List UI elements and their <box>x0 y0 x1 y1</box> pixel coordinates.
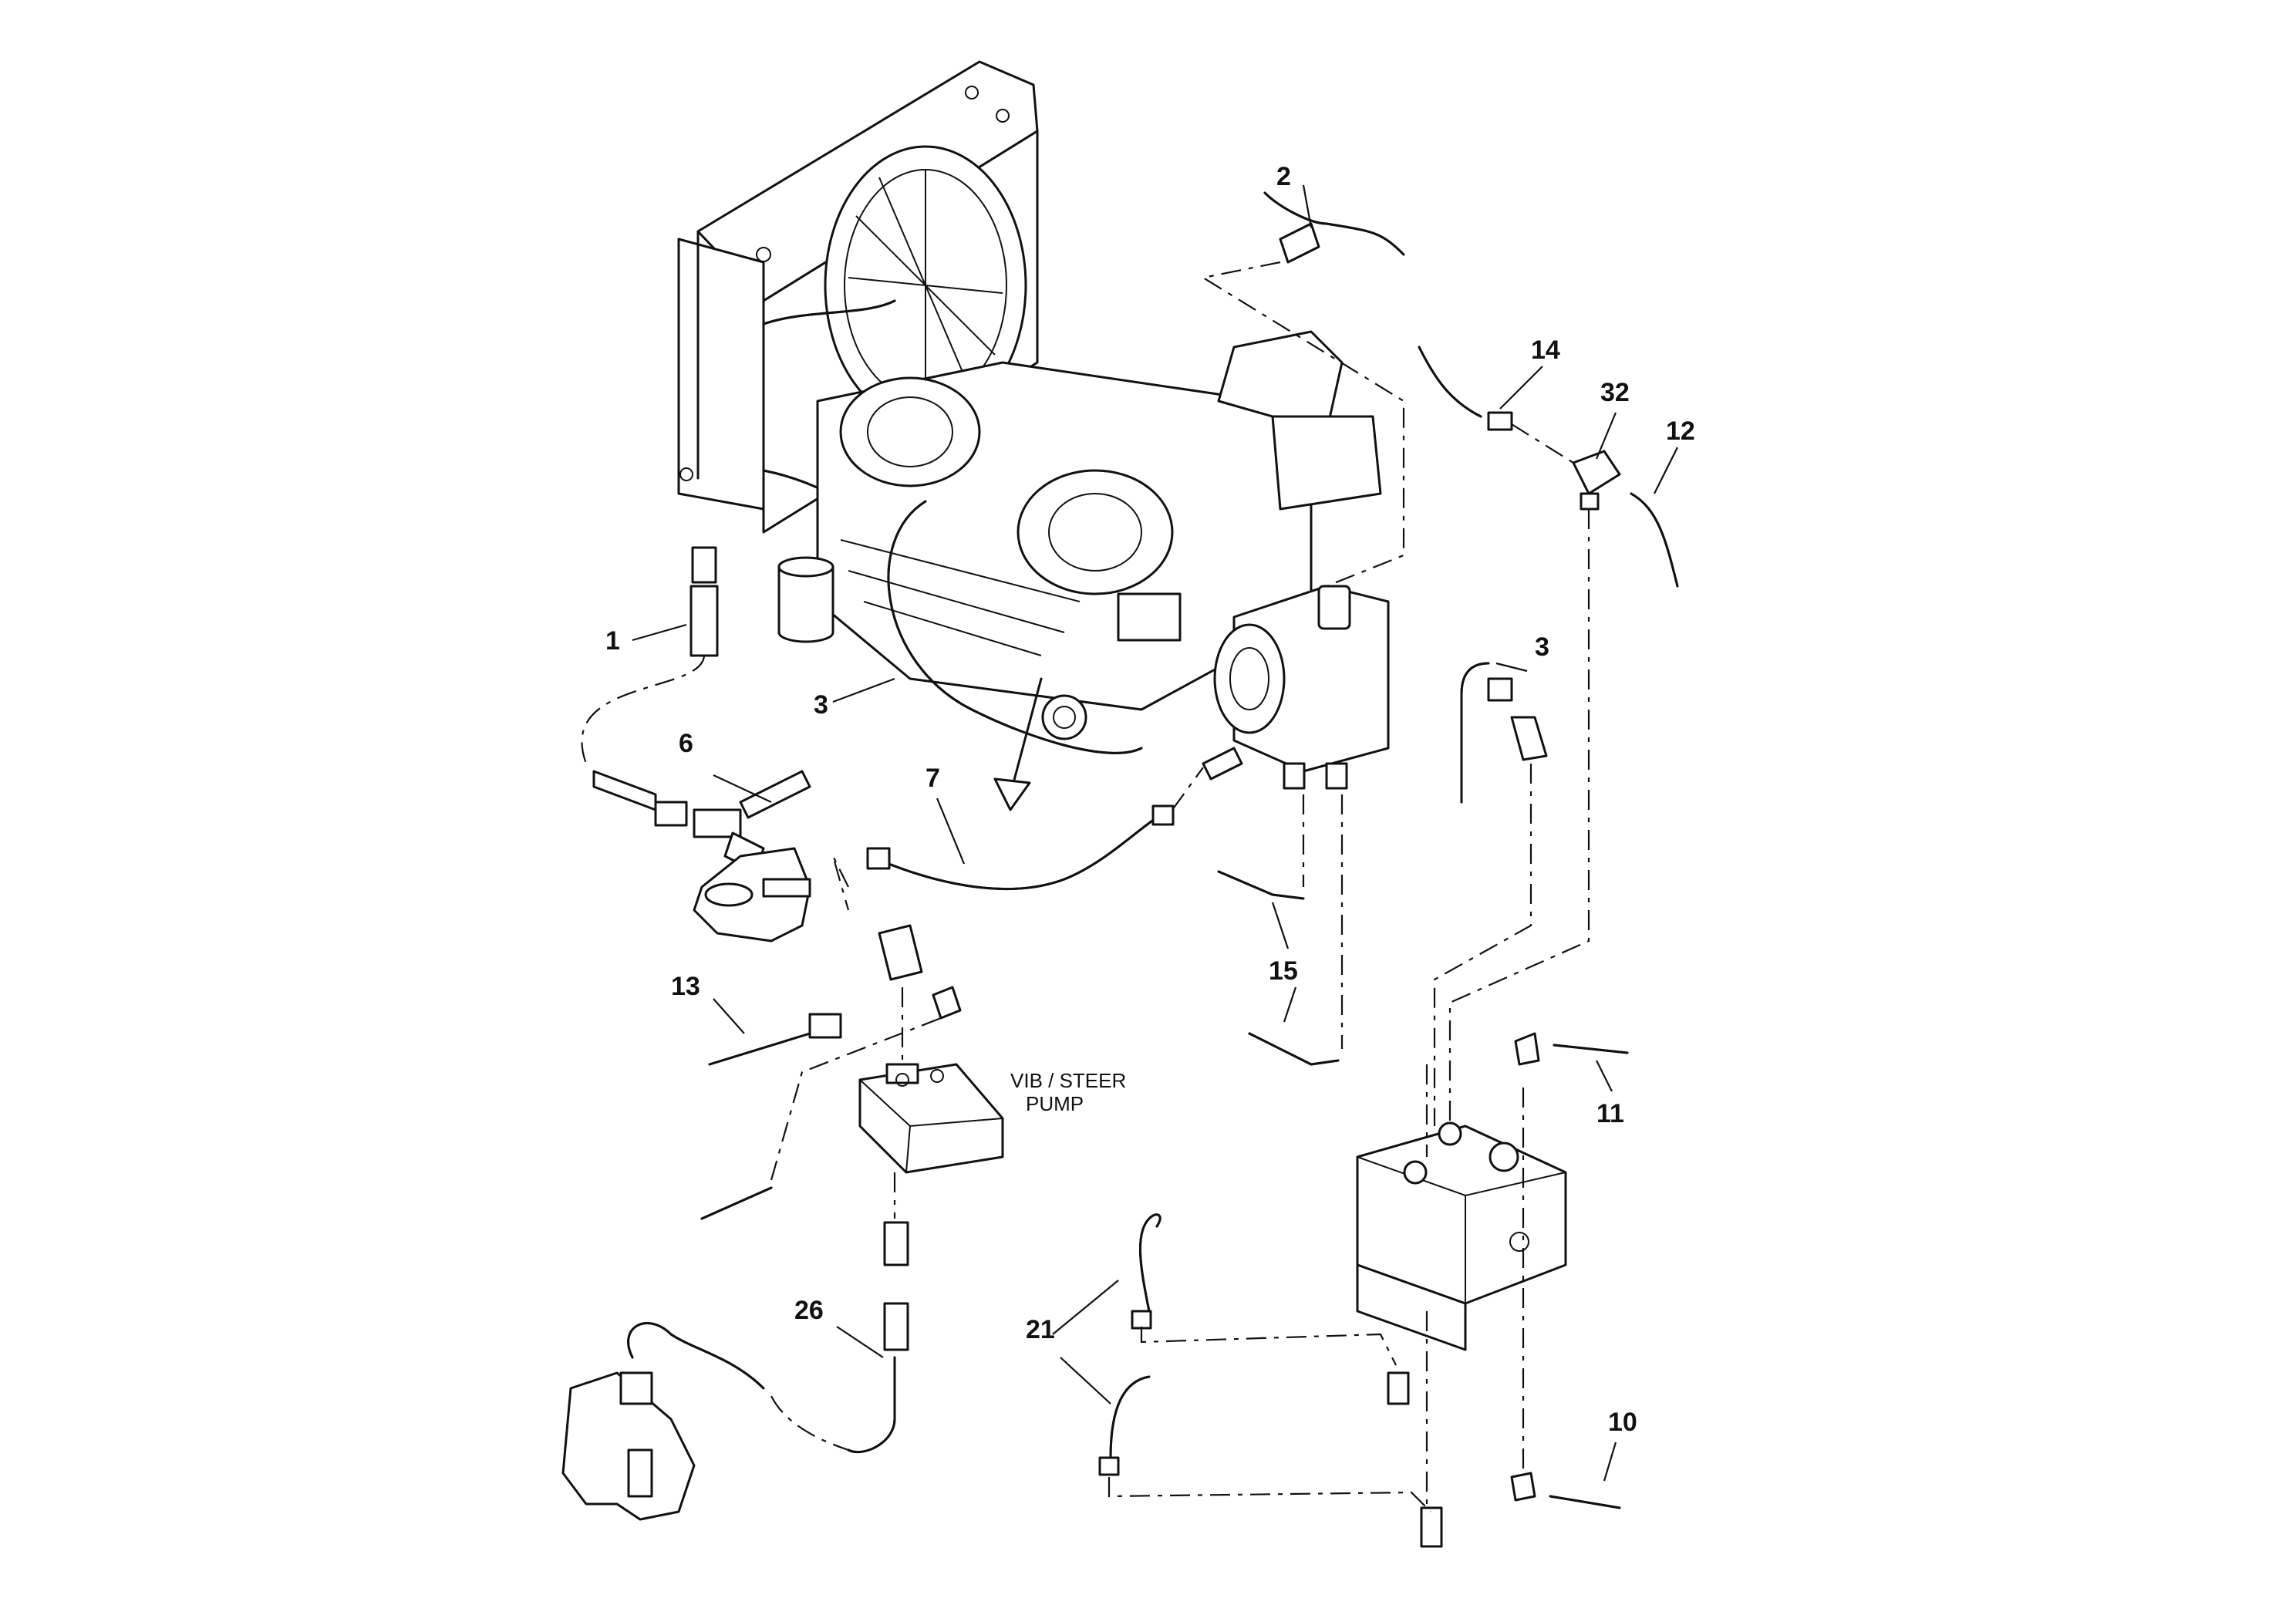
part-15-hoses <box>1217 794 1344 1066</box>
callout-14: 14 <box>1531 336 1560 365</box>
part-7-hose <box>831 747 1243 911</box>
callout-32: 32 <box>1600 378 1630 407</box>
callout-2: 2 <box>1276 162 1291 191</box>
callout-15: 15 <box>1269 956 1298 986</box>
callout-3-right: 3 <box>1535 632 1549 662</box>
part-1-fitting <box>581 546 719 764</box>
leader-lines <box>632 184 1678 1482</box>
part-10-hose <box>1510 1472 1621 1509</box>
main-hydraulic-pump <box>1213 585 1390 790</box>
callout-10: 10 <box>1608 1408 1637 1437</box>
part-32-tee <box>1448 423 1621 1134</box>
part-21-hoses <box>1098 1213 1443 1548</box>
callout-11: 11 <box>1596 1099 1624 1128</box>
callout-26: 26 <box>794 1296 824 1325</box>
callout-6: 6 <box>679 729 693 758</box>
part-13-hose <box>700 924 962 1220</box>
engine-block <box>777 330 1382 811</box>
vib-steer-pump <box>858 1063 1004 1219</box>
part-11-hose <box>1514 1032 1629 1066</box>
part-14-hose <box>1418 346 1513 431</box>
part-6-tee-fittings <box>592 770 811 943</box>
callout-7: 7 <box>925 764 940 793</box>
part-12-hose <box>1630 492 1679 588</box>
callout-12: 12 <box>1666 416 1695 446</box>
pump-label-line1: VIB / STEER <box>1010 1069 1126 1092</box>
callout-1: 1 <box>605 626 620 656</box>
callout-13: 13 <box>671 972 700 1001</box>
callout-21: 21 <box>1026 1315 1055 1344</box>
part-3-elbow-hose <box>1433 662 1548 1126</box>
valve-manifold-block <box>1356 1064 1567 1512</box>
part-26-hose <box>561 1221 909 1521</box>
callout-3-engine: 3 <box>814 690 828 720</box>
oil-cooler-radiator <box>677 60 1039 534</box>
part-2-hose <box>1201 191 1405 588</box>
pump-label-line2: PUMP <box>1026 1092 1084 1115</box>
